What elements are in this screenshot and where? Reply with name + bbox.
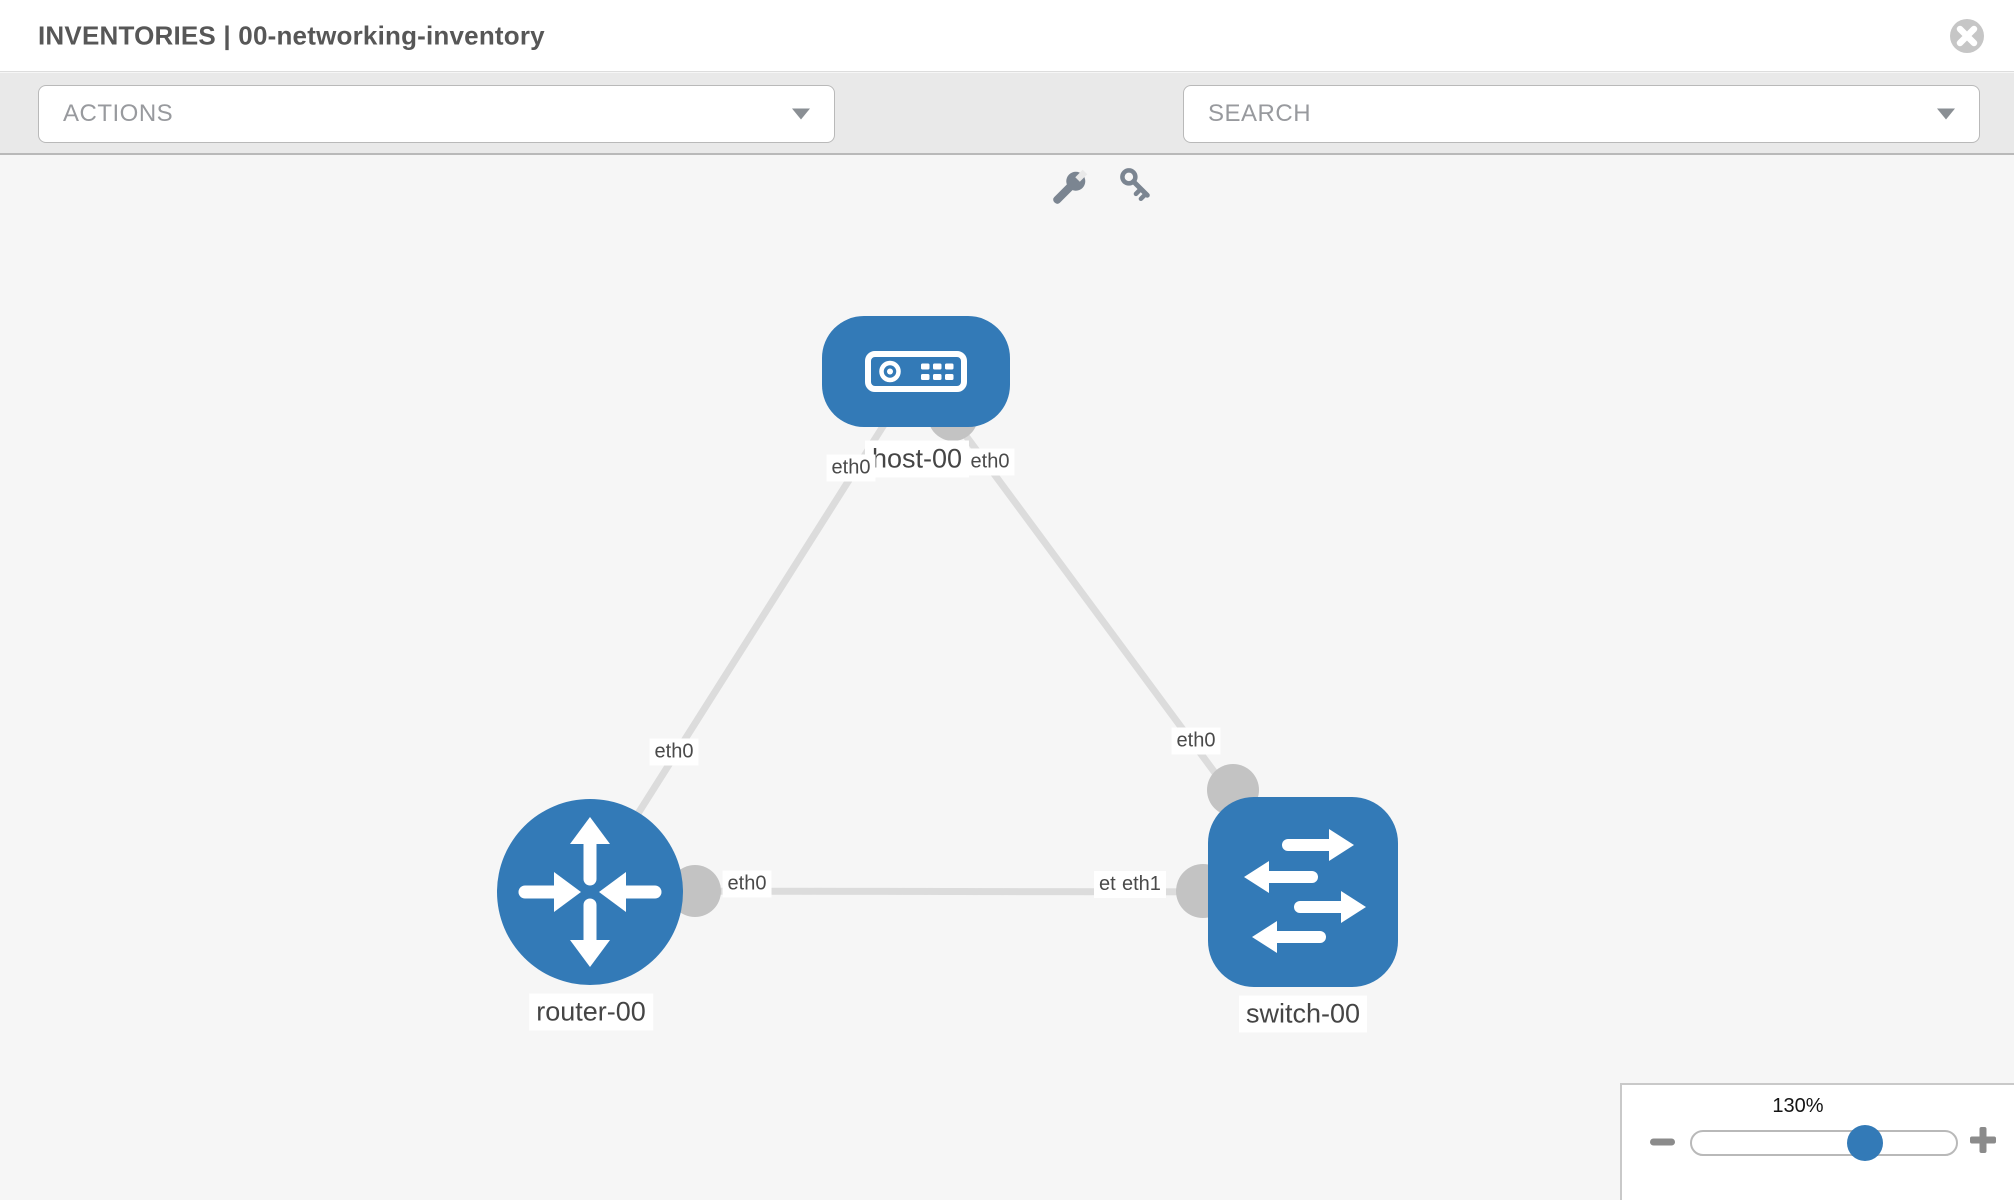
wrench-icon (1048, 169, 1088, 210)
chevron-down-icon (1937, 108, 1955, 120)
host-server-icon (822, 316, 1010, 427)
zoom-slider-track[interactable] (1690, 1125, 1958, 1161)
key-icon (1115, 168, 1155, 210)
header-bar: INVENTORIES | 00-networking-inventory (0, 0, 2014, 72)
key-button[interactable] (1115, 167, 1155, 207)
search-dropdown-label: SEARCH (1208, 100, 1312, 127)
topology-canvas[interactable] (0, 155, 2014, 1200)
router-arrows-icon (497, 799, 683, 985)
node-label-host-00: host-00 (864, 440, 970, 478)
node-switch-00[interactable] (1208, 797, 1398, 987)
actions-dropdown-label: ACTIONS (63, 100, 174, 127)
zoom-slider-handle[interactable] (1847, 1125, 1883, 1161)
switch-arrows-icon (1208, 797, 1398, 987)
close-icon (1948, 19, 1986, 58)
port-label-host-switch-host-end: eth0 (965, 448, 1015, 476)
port-label-router-switch-router-end: eth0 (722, 870, 772, 898)
close-button[interactable] (1948, 17, 1986, 55)
wrench-button[interactable] (1048, 167, 1088, 207)
zoom-in-button[interactable] (1966, 1123, 2000, 1157)
chevron-down-icon (792, 108, 810, 120)
zoom-level-value: 130% (1772, 1095, 1824, 1117)
port-label-host-router-router-end: eth0 (649, 738, 699, 766)
search-dropdown[interactable]: SEARCH (1183, 85, 1980, 143)
node-host-00[interactable] (822, 316, 1010, 427)
zoom-panel: 130% (1620, 1083, 2014, 1200)
port-label-host-switch-switch-end: eth0 (1171, 727, 1221, 755)
zoom-out-button[interactable] (1646, 1125, 1680, 1159)
page-title: INVENTORIES | 00-networking-inventory (38, 20, 545, 50)
node-label-switch-00: switch-00 (1238, 995, 1368, 1033)
port-label-host-router-host-end: eth0 (826, 454, 876, 482)
minus-icon (1646, 1138, 1680, 1162)
node-label-router-00: router-00 (529, 993, 653, 1031)
actions-dropdown[interactable]: ACTIONS (38, 85, 835, 143)
node-router-00[interactable] (497, 799, 683, 985)
port-label-router-switch-switch-end: eth1 (1117, 871, 1166, 898)
plus-icon (1966, 1127, 2000, 1160)
toolbar: ACTIONS S (0, 73, 2014, 204)
